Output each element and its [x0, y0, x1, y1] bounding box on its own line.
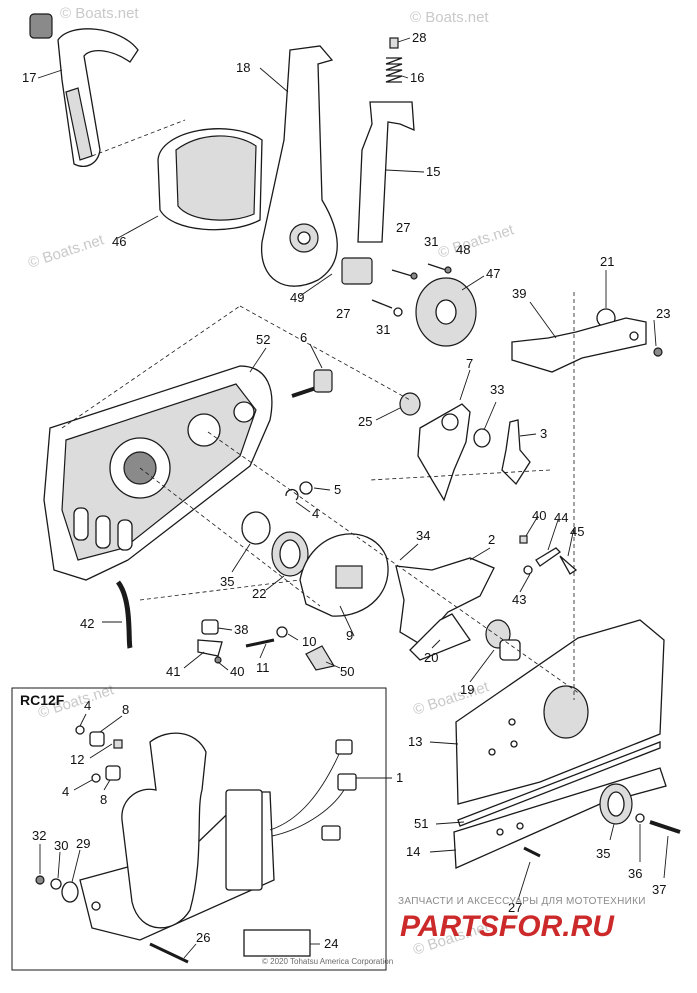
callout-29: 29	[76, 836, 90, 851]
callout-46: 46	[112, 234, 126, 249]
callout-42: 42	[80, 616, 94, 631]
callout-41: 41	[166, 664, 180, 679]
part-cover-shell	[91, 119, 263, 231]
callout-52: 52	[256, 332, 270, 347]
part-strip	[115, 580, 133, 649]
callout-12: 12	[70, 752, 84, 767]
part-label-sticker	[243, 929, 311, 957]
callout-8b: 8	[100, 792, 107, 807]
watermark: © Boats.net	[410, 9, 489, 26]
callout-39: 39	[512, 286, 526, 301]
callout-4c: 4	[62, 784, 69, 799]
callout-31a: 31	[424, 234, 438, 249]
part-remote-control-assy	[79, 732, 357, 941]
callout-labels: 28 16 15 17 18 46 27 31 48 47 49 27 31 2…	[22, 30, 670, 951]
callout-2: 2	[488, 532, 495, 547]
callout-4a: 4	[312, 506, 319, 521]
callout-17: 17	[22, 70, 36, 85]
callout-3: 3	[540, 426, 547, 441]
callout-14: 14	[406, 844, 420, 859]
callout-45: 45	[570, 524, 584, 539]
callout-50: 50	[340, 664, 354, 679]
watermark: © Boats.net	[436, 221, 517, 262]
inset-box	[11, 687, 387, 971]
callout-18: 18	[236, 60, 250, 75]
callout-32: 32	[32, 828, 46, 843]
callout-31b: 31	[376, 322, 390, 337]
callout-26: 26	[196, 930, 210, 945]
leader-lines	[39, 37, 669, 959]
callout-35b: 35	[596, 846, 610, 861]
callout-47: 47	[486, 266, 500, 281]
callout-11: 11	[256, 660, 270, 675]
watermark: © Boats.net	[26, 231, 107, 272]
callout-35a: 35	[220, 574, 234, 589]
watermark: © Boats.net	[60, 5, 139, 22]
part-shift-plate	[399, 392, 531, 502]
part-circlip	[285, 488, 299, 501]
callout-13: 13	[408, 734, 422, 749]
callout-28: 28	[412, 30, 426, 45]
callout-19: 19	[460, 682, 474, 697]
callout-1: 1	[396, 770, 403, 785]
part-screws	[371, 263, 452, 317]
part-fasteners	[197, 619, 288, 664]
part-bolt-spring-bracket	[357, 37, 415, 243]
part-nut	[341, 257, 373, 285]
callout-38: 38	[234, 622, 248, 637]
callout-49: 49	[290, 290, 304, 305]
part-shaft-bolt	[291, 369, 333, 398]
callout-34: 34	[416, 528, 430, 543]
part-lever-arm	[259, 45, 338, 287]
part-cam-disc	[415, 277, 477, 347]
part-inset-small	[35, 725, 311, 964]
callout-27a: 27	[396, 220, 410, 235]
shop-banner-text: ЗАПЧАСТИ И АКСЕССУАРЫ ДЛЯ МОТОТЕХНИКИ	[398, 896, 646, 907]
callout-15: 15	[426, 164, 440, 179]
part-rings	[241, 511, 309, 577]
callout-21: 21	[600, 254, 614, 269]
part-side-plate	[453, 619, 667, 869]
callout-7: 7	[466, 356, 473, 371]
callout-4b: 4	[84, 698, 91, 713]
callout-44: 44	[554, 510, 568, 525]
callout-16: 16	[410, 70, 424, 85]
callout-51: 51	[414, 816, 428, 831]
callout-25: 25	[358, 414, 372, 429]
callout-8a: 8	[122, 702, 129, 717]
footer-copyright: © 2020 Tohatsu America Corporation	[262, 957, 393, 966]
part-springs-small	[519, 535, 578, 575]
callout-5: 5	[334, 482, 341, 497]
part-trim-lever	[511, 308, 663, 373]
callout-6: 6	[300, 330, 307, 345]
part-retainer-bolt	[523, 783, 681, 858]
inset-title: RC12F	[20, 692, 65, 708]
part-main-housing	[43, 365, 273, 581]
callout-33: 33	[490, 382, 504, 397]
part-washer	[299, 481, 313, 495]
callout-24: 24	[324, 936, 338, 951]
callout-20: 20	[424, 650, 438, 665]
callout-10: 10	[302, 634, 316, 649]
part-linkage	[395, 557, 521, 661]
callout-9: 9	[346, 628, 353, 643]
part-clip	[305, 645, 335, 671]
callout-23: 23	[656, 306, 670, 321]
callout-27c: 27	[508, 900, 522, 915]
callout-30: 30	[54, 838, 68, 853]
part-handle-grip	[29, 13, 139, 167]
part-gear-cam	[299, 533, 389, 617]
callout-36: 36	[628, 866, 642, 881]
callout-22: 22	[252, 586, 266, 601]
shop-logo: PARTSFOR.RU	[400, 910, 615, 943]
callout-40b: 40	[230, 664, 244, 679]
callout-40a: 40	[532, 508, 546, 523]
callout-37: 37	[652, 882, 666, 897]
callout-43: 43	[512, 592, 526, 607]
callout-48: 48	[456, 242, 470, 257]
callout-27b: 27	[336, 306, 350, 321]
